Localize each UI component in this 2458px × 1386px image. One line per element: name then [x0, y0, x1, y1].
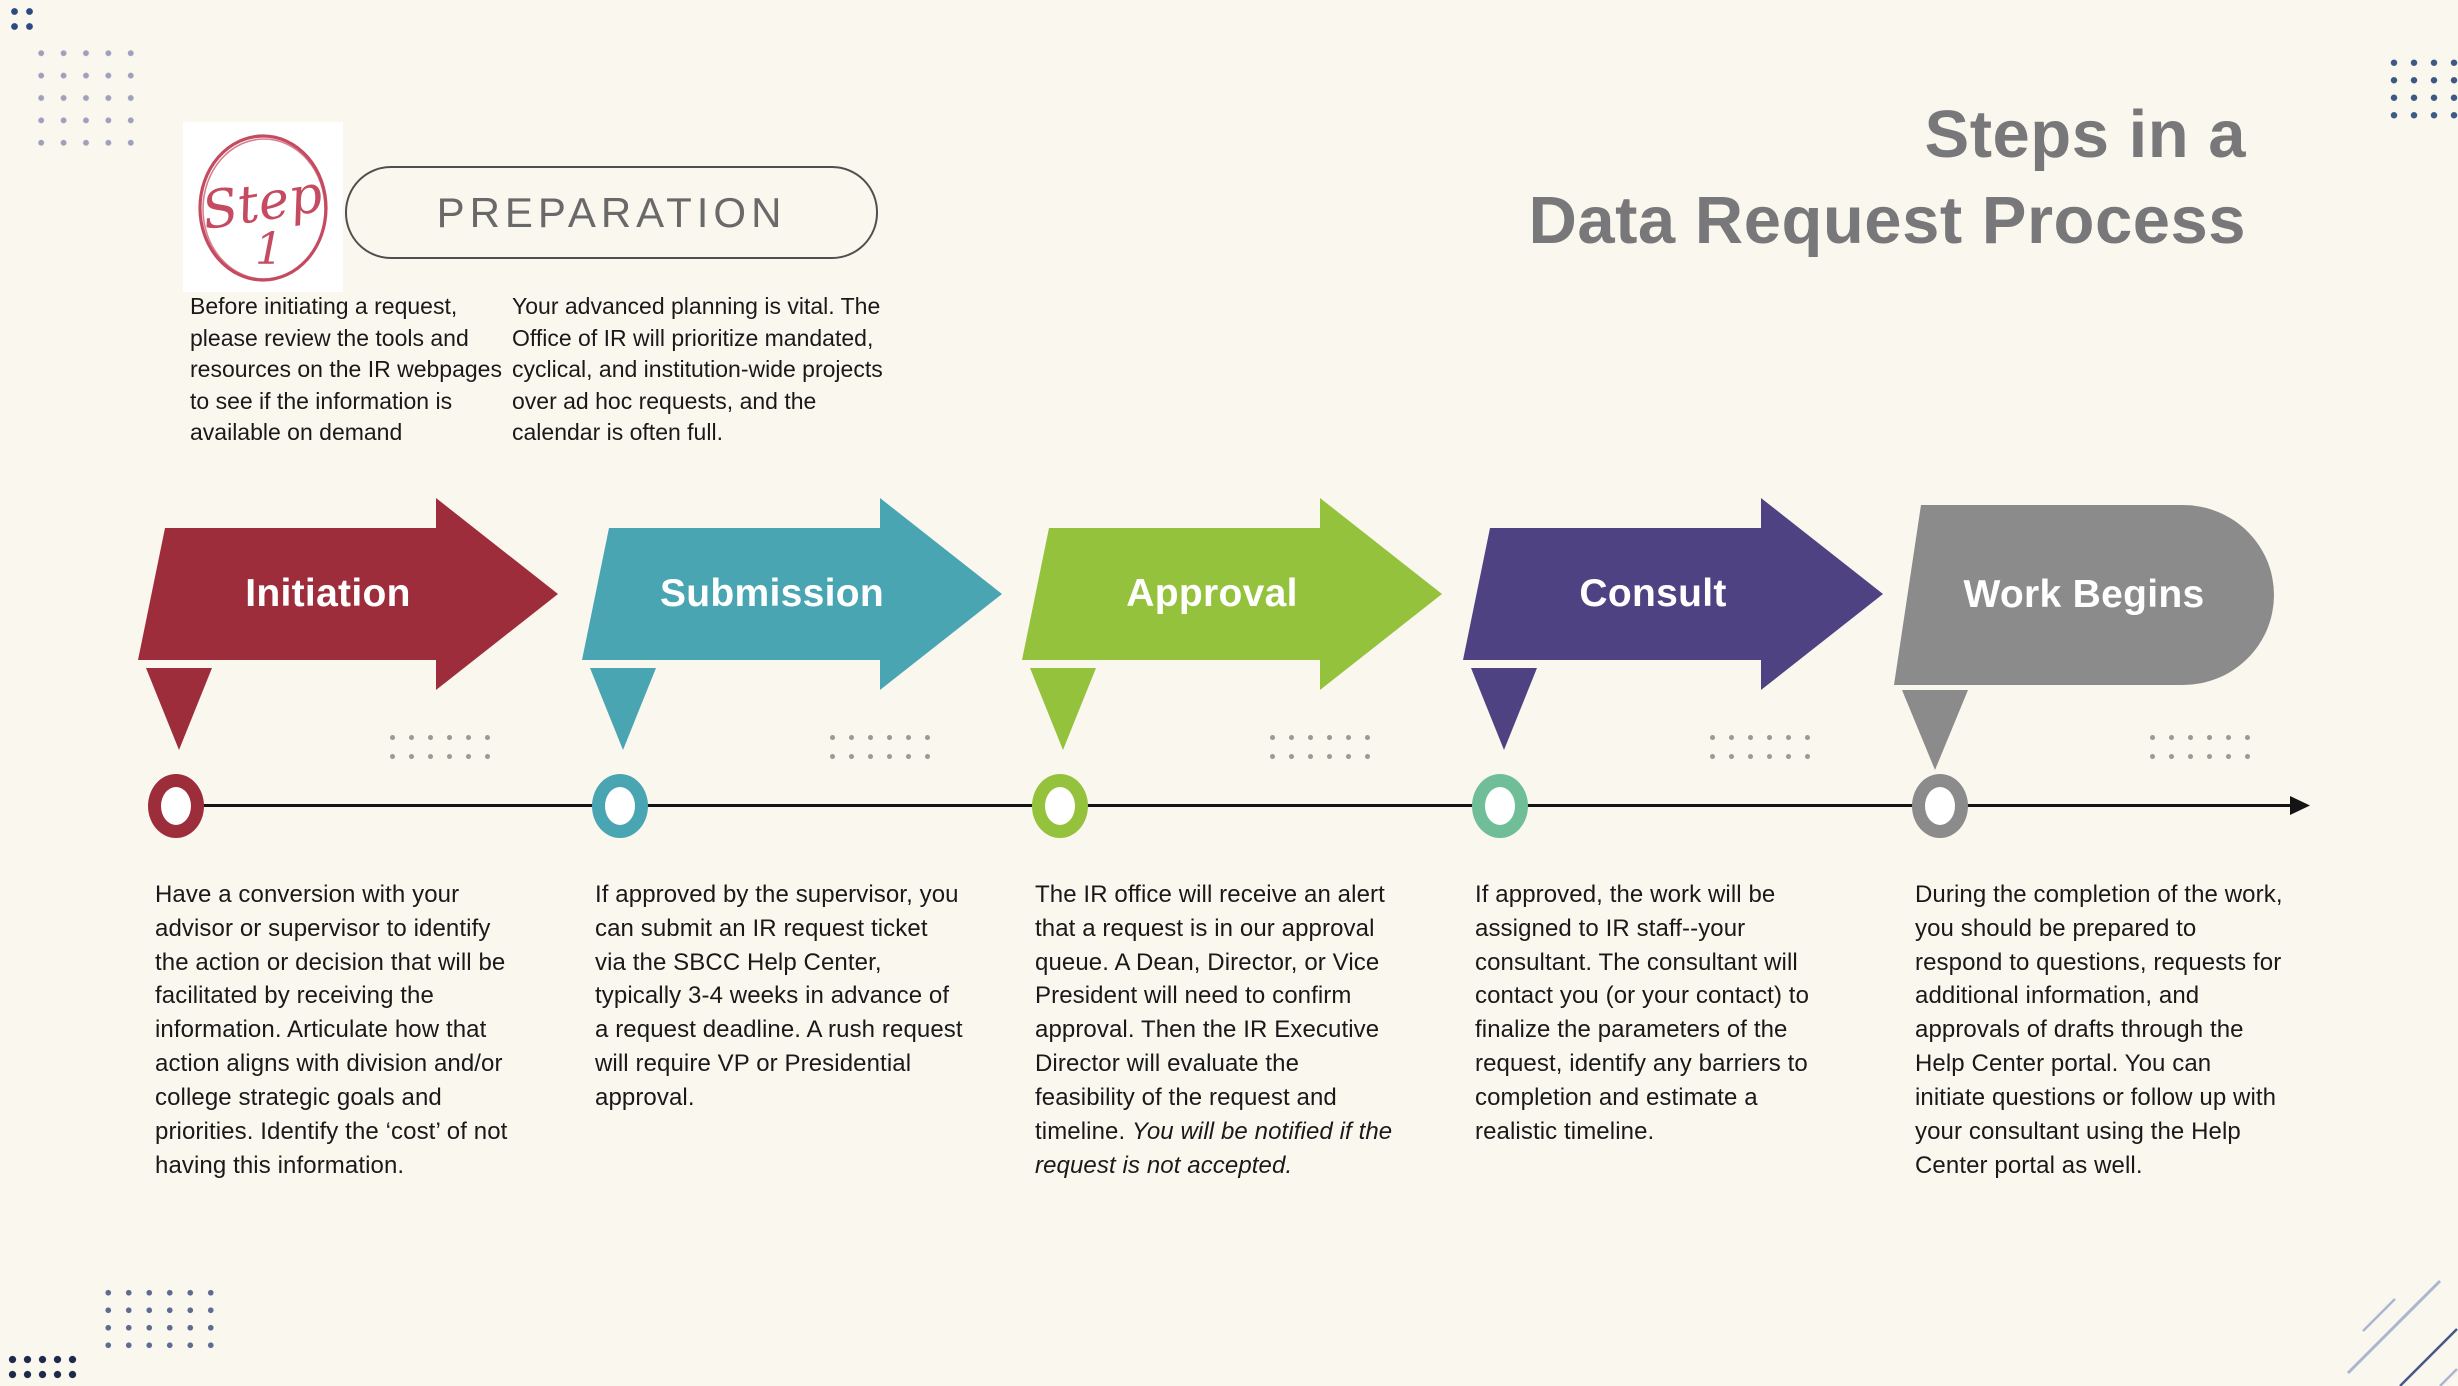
timeline-ring-approval — [1032, 774, 1088, 838]
intro-paragraph-right: Your advanced planning is vital. The Off… — [512, 293, 883, 445]
step-description-approval: The IR office will receive an alert that… — [1035, 881, 1393, 1179]
timeline-line — [176, 804, 2294, 807]
timeline-arrowhead-icon — [2290, 796, 2310, 815]
step-label-work-begins: Work Begins — [1963, 573, 2205, 616]
pointer-initiation — [146, 668, 212, 750]
dot-grid-top-right — [2384, 54, 2458, 124]
step-label-submission: Submission — [659, 572, 885, 615]
page-title-line-1: Steps in a — [1924, 97, 2246, 172]
step-description-consult: If approved, the work will be assigned t… — [1475, 881, 1810, 1145]
step-arrow-initiation: Initiation — [138, 498, 558, 690]
dot-cluster-3 — [1263, 728, 1375, 768]
dot-cluster-2 — [823, 728, 935, 768]
step-arrow-approval: Approval — [1022, 498, 1442, 690]
hand-drawn-circle-icon — [198, 134, 328, 282]
step-arrow-consult: Consult — [1463, 498, 1883, 690]
timeline-ring-consult — [1472, 774, 1528, 838]
pointer-submission — [590, 668, 656, 750]
step-label-initiation: Initiation — [245, 572, 411, 615]
dot-cluster-4 — [1703, 728, 1815, 768]
rounded-cap-shape — [1894, 505, 2274, 685]
timeline-ring-work-begins — [1912, 774, 1968, 838]
step-1-badge-drawing: Step 1 — [198, 134, 328, 282]
approval-italic-note: You will be notified if the request is n… — [1035, 1117, 1393, 1179]
intro-paragraph-left: Before initiating a request, please revi… — [190, 293, 502, 445]
timeline-ring-submission — [592, 774, 648, 838]
dot-grid-top-left-corner — [7, 4, 38, 35]
pointer-consult — [1471, 668, 1537, 750]
step-shape-work-begins: Work Begins — [1894, 505, 2274, 685]
dot-grid-bottom-left-corner — [5, 1352, 81, 1383]
dot-cluster-5 — [2143, 728, 2255, 768]
step-description-initiation: Have a conversion with your advisor or s… — [155, 881, 508, 1179]
dot-grid-bottom-left — [98, 1284, 222, 1358]
step-description-submission: If approved by the supervisor, you can s… — [595, 881, 963, 1111]
pointer-approval — [1030, 668, 1096, 750]
page-title-line-2: Data Request Process — [1528, 182, 2246, 258]
dot-cluster-1 — [383, 728, 495, 768]
timeline-ring-initiation — [148, 774, 204, 838]
step-description-work-begins: During the completion of the work, you s… — [1915, 881, 2283, 1179]
pointer-work-begins — [1902, 690, 1968, 770]
step-label-consult: Consult — [1579, 572, 1727, 615]
step-arrow-submission: Submission — [582, 498, 1002, 690]
dot-grid-top-left — [30, 42, 142, 154]
badge-number: 1 — [255, 224, 283, 275]
step-1-badge: Step 1 — [183, 122, 343, 292]
step-label-approval: Approval — [1126, 572, 1298, 615]
preparation-banner: PREPARATION — [345, 166, 878, 259]
page-title: Steps in a Data Request Process — [1528, 92, 2246, 264]
diagonal-lines-decoration — [2346, 1279, 2458, 1386]
